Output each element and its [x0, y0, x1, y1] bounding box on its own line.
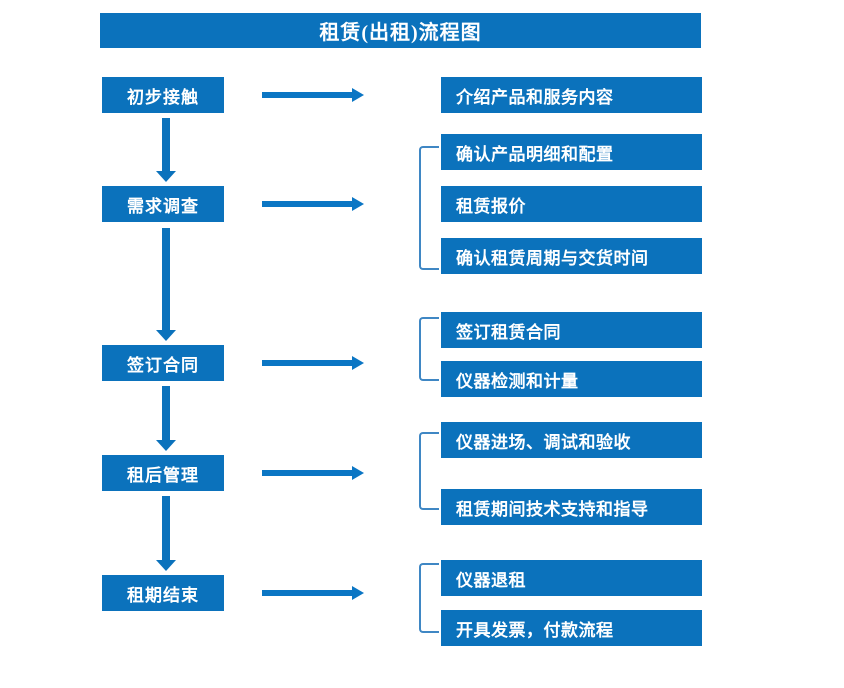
stage-box-5[interactable]: 租期结束: [102, 575, 224, 611]
stage-box-1[interactable]: 初步接触: [102, 77, 224, 113]
down-arrow-icon-3: [156, 386, 176, 451]
group-bracket-5: [419, 563, 439, 633]
detail-box-5-2[interactable]: 开具发票，付款流程: [441, 610, 702, 646]
group-bracket-3: [419, 317, 439, 381]
stage-box-2[interactable]: 需求调查: [102, 186, 224, 222]
detail-box-5-1[interactable]: 仪器退租: [441, 560, 702, 596]
stage-box-4[interactable]: 租后管理: [102, 455, 224, 491]
down-arrow-icon-2: [156, 228, 176, 341]
detail-box-3-2[interactable]: 仪器检测和计量: [441, 361, 702, 397]
group-bracket-2: [419, 146, 439, 270]
detail-box-4-1[interactable]: 仪器进场、调试和验收: [441, 422, 702, 458]
down-arrow-icon-1: [156, 118, 176, 182]
down-arrow-icon-4: [156, 496, 176, 571]
stage-box-3[interactable]: 签订合同: [102, 345, 224, 381]
detail-box-2-1[interactable]: 确认产品明细和配置: [441, 134, 702, 170]
detail-box-4-2[interactable]: 租赁期间技术支持和指导: [441, 489, 702, 525]
detail-box-2-3[interactable]: 确认租赁周期与交货时间: [441, 238, 702, 274]
detail-box-3-1[interactable]: 签订租赁合同: [441, 312, 702, 348]
detail-box-2-2[interactable]: 租赁报价: [441, 186, 702, 222]
group-bracket-4: [419, 432, 439, 510]
flowchart-title: 租赁(出租)流程图: [100, 13, 701, 48]
detail-box-1-1[interactable]: 介绍产品和服务内容: [441, 77, 702, 113]
